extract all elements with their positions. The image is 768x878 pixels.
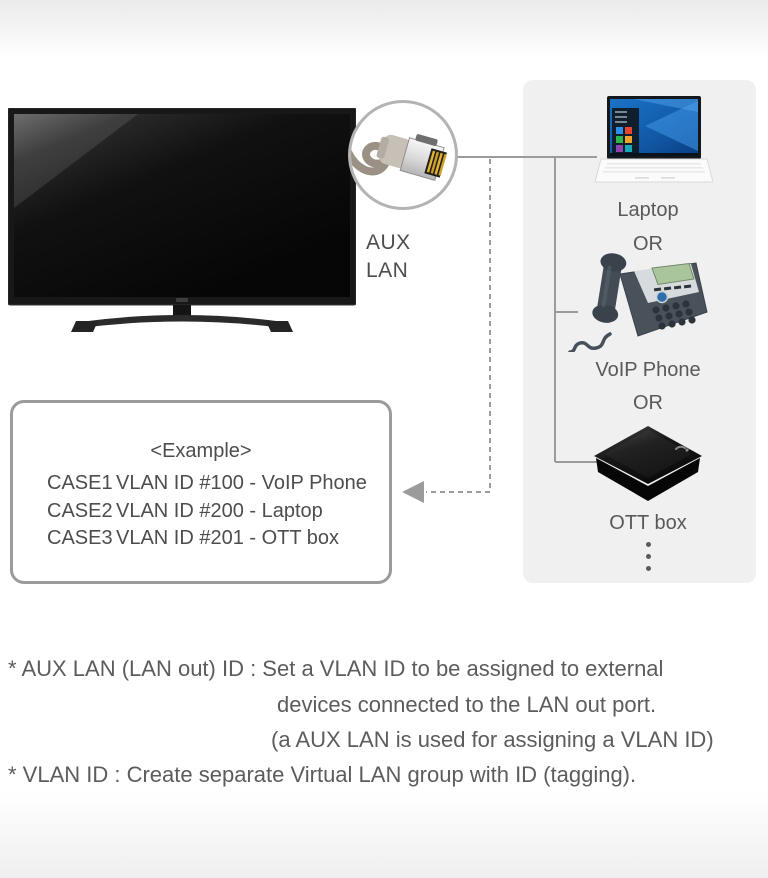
tv-illustration	[7, 107, 357, 341]
voip-phone-icon	[568, 253, 708, 354]
top-gradient	[0, 0, 768, 58]
example-case-list: CASE1 VLAN ID #100 - VoIP Phone CASE2 VL…	[13, 470, 389, 553]
ellipsis-dot	[645, 566, 651, 571]
tv-icon	[7, 107, 357, 332]
ott-box-illustration	[588, 424, 708, 517]
aux-lan-callout-circle	[348, 100, 458, 210]
ellipsis-dot	[645, 554, 651, 559]
device-label-ott-box: OTT box	[609, 512, 687, 534]
footnote-vlan-id: * VLAN ID : Create separate Virtual LAN …	[8, 762, 637, 787]
or-separator-2: OR	[633, 392, 663, 414]
footnote-aux-lan-line3: (a AUX LAN is used for assigning a VLAN …	[271, 727, 714, 752]
device-label-voip-phone: VoIP Phone	[595, 359, 701, 381]
dashed-arrow-line	[426, 159, 491, 493]
device-label-laptop: Laptop	[617, 199, 679, 221]
footnote-aux-lan-line1: * AUX LAN (LAN out) ID : Set a VLAN ID t…	[8, 656, 664, 681]
case-value: VLAN ID #100 - VoIP Phone	[116, 472, 367, 494]
vlan-example-box: <Example> CASE1 VLAN ID #100 - VoIP Phon…	[10, 400, 392, 584]
voip-phone-illustration	[568, 250, 713, 357]
aux-lan-label-line2: LAN	[366, 259, 409, 282]
case-name: CASE1	[47, 472, 113, 494]
arrowhead-left-icon	[402, 481, 424, 503]
example-box-title: <Example>	[150, 440, 252, 462]
vertical-ellipsis-icon	[540, 542, 756, 571]
ethernet-cable-icon	[351, 134, 447, 181]
or-separator-1: OR	[633, 233, 663, 255]
laptop-illustration	[583, 96, 714, 201]
example-case-row: CASE1 VLAN ID #100 - VoIP Phone	[13, 470, 389, 498]
ott-box-icon	[594, 426, 702, 501]
laptop-icon	[594, 96, 714, 183]
case-value: VLAN ID #200 - Laptop	[116, 499, 323, 522]
case-name: CASE2	[47, 499, 113, 522]
example-case-row: CASE2 VLAN ID #200 - Laptop	[13, 498, 389, 526]
footnote-aux-lan-line2: devices connected to the LAN out port.	[277, 692, 657, 717]
case-name: CASE3	[47, 527, 113, 549]
example-case-row: CASE3 VLAN ID #201 - OTT box	[13, 525, 389, 553]
aux-lan-label: AUX LAN	[366, 229, 411, 285]
aux-lan-label-line1: AUX	[366, 231, 411, 254]
bottom-gradient	[0, 792, 768, 878]
case-value: VLAN ID #201 - OTT box	[116, 527, 340, 549]
ellipsis-dot	[645, 542, 651, 547]
